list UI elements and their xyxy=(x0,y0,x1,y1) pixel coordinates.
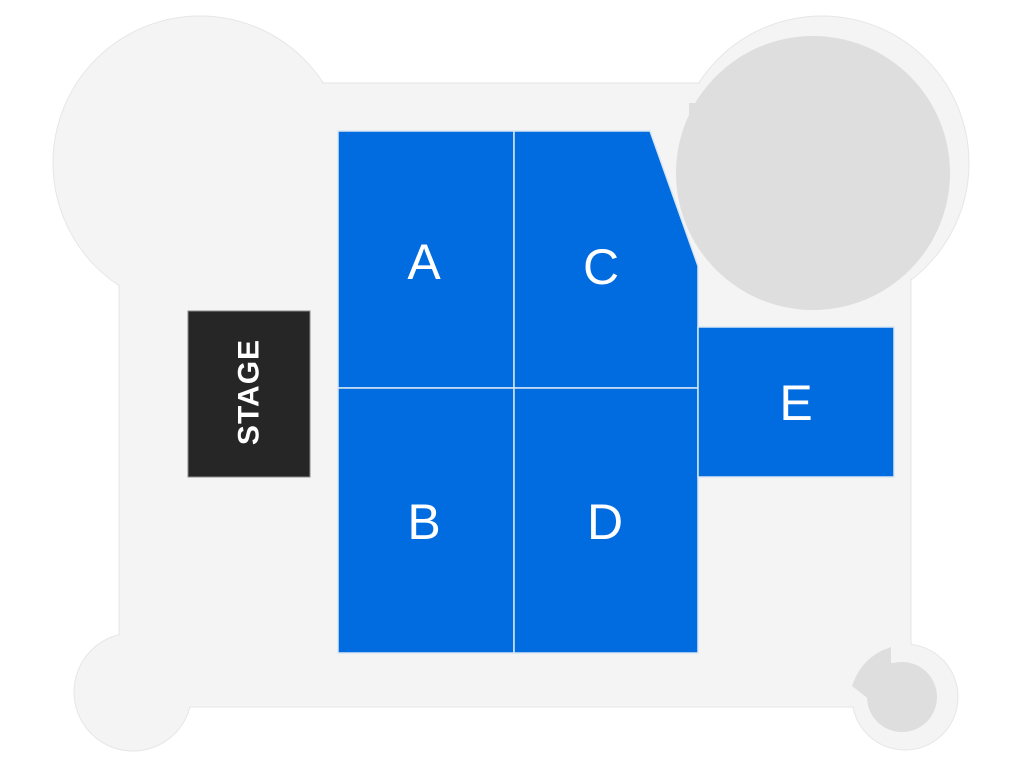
section-a[interactable]: A xyxy=(337,130,515,389)
stage: STAGE xyxy=(187,310,311,478)
obstruction-top-right xyxy=(676,36,950,310)
section-e[interactable]: E xyxy=(697,326,895,478)
obstruction-bottom-right xyxy=(852,647,937,732)
section-d[interactable]: D xyxy=(513,387,699,654)
stage-label: STAGE xyxy=(233,339,266,445)
section-b[interactable]: B xyxy=(337,387,515,654)
